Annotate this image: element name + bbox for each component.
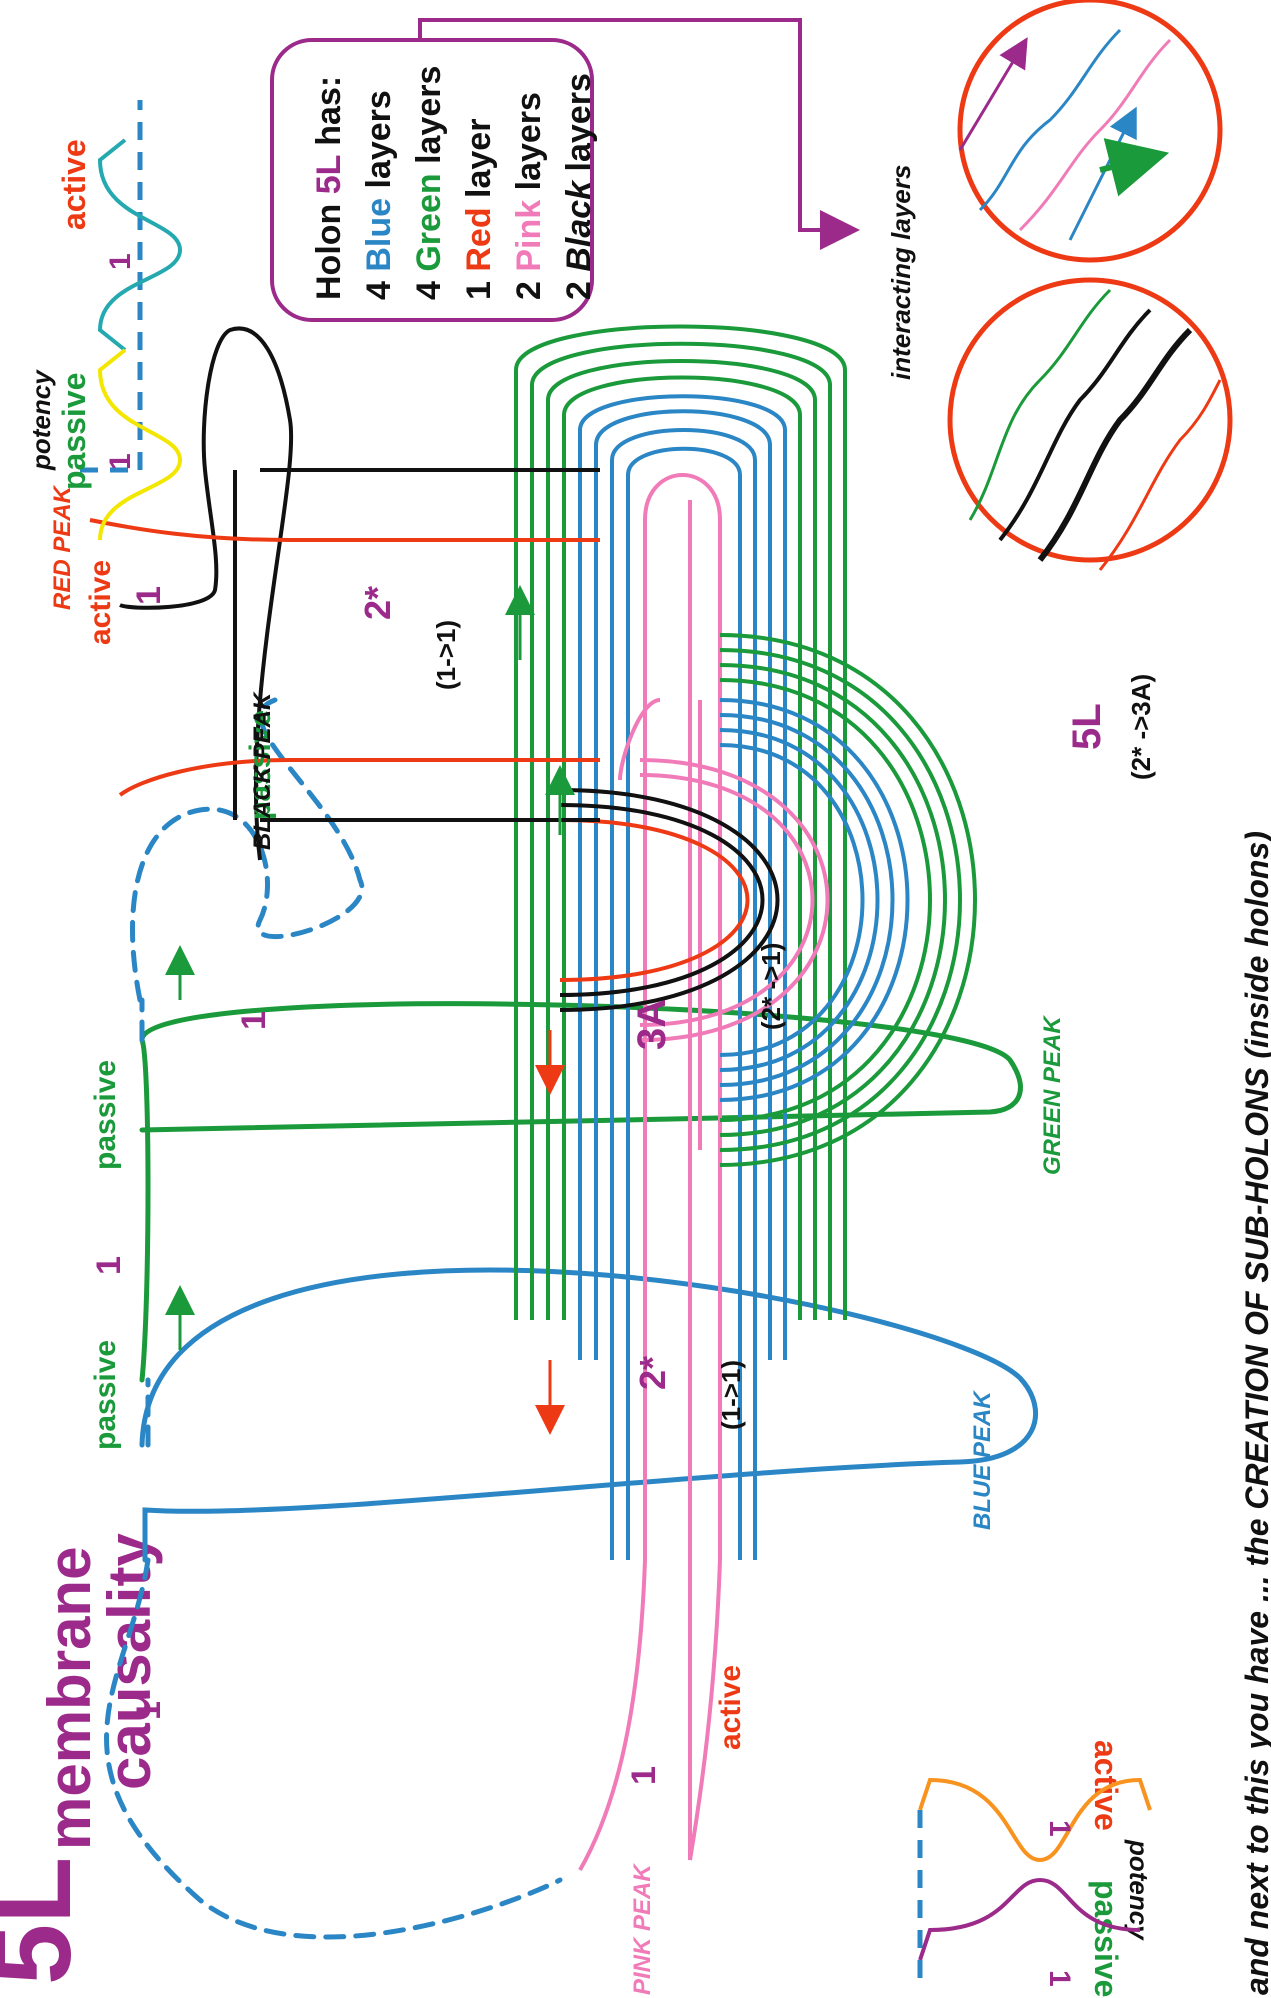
potency-bottom: potency passive active 1 1	[917, 1740, 1154, 1997]
svg-text:2*: 2*	[632, 1356, 673, 1390]
svg-text:1: 1	[625, 1766, 663, 1785]
green-peak-label: GREEN PEAK	[1039, 1015, 1066, 1175]
svg-text:2*: 2*	[357, 586, 398, 620]
svg-text:passive: passive	[89, 1060, 122, 1170]
circle-interacting-top	[957, 0, 1223, 263]
svg-text:active: active	[84, 560, 117, 645]
peak-labels: RED PEAK BLACK PEAK GREEN PEAK BLUE PEAK…	[49, 484, 1066, 1995]
black-red-structure	[80, 100, 600, 861]
potency-top: potency passive active 1 1	[26, 138, 183, 541]
legend-row-black: 2 Black layers	[560, 73, 598, 300]
svg-text:interacting layers: interacting layers	[886, 165, 916, 380]
svg-text:active: active	[1088, 1740, 1124, 1831]
svg-text:1: 1	[130, 586, 168, 605]
interacting-layers: interacting layers	[886, 0, 1233, 571]
pink-peak-label: PINK PEAK	[629, 1863, 656, 1995]
svg-text:1: 1	[104, 453, 137, 470]
svg-text:passive: passive	[1088, 1880, 1124, 1997]
pink-tube	[514, 324, 847, 1871]
svg-text:potency: potency	[26, 369, 56, 471]
svg-text:1: 1	[90, 1256, 128, 1275]
svg-text:(1->1): (1->1)	[431, 620, 461, 690]
svg-text:(2* ->3A): (2* ->3A)	[1126, 674, 1156, 780]
svg-text:active: active	[714, 1665, 747, 1750]
five-l-loop	[559, 633, 977, 1167]
legend-box: Holon 5L has: 4 Blue layers 4 Green laye…	[270, 18, 860, 322]
svg-text:1: 1	[1043, 1820, 1076, 1837]
red-peak-label: RED PEAK	[49, 484, 76, 610]
black-peak-label: BLACK PEAK	[249, 691, 276, 850]
svg-text:3A: 3A	[630, 999, 674, 1050]
title-main: 5L	[0, 1857, 94, 1985]
title-line1: membrane	[36, 1547, 103, 1850]
svg-text:passive: passive	[89, 1340, 122, 1450]
footer-text: and next to this you have ... the CREATI…	[1239, 831, 1271, 1995]
svg-text:1: 1	[130, 1701, 168, 1720]
svg-text:Holon 5L has:: Holon 5L has:	[310, 76, 348, 300]
legend-row-red: 1 Red layer	[460, 119, 498, 300]
svg-text:(1->1): (1->1)	[716, 1360, 746, 1430]
svg-text:passive: passive	[244, 710, 277, 820]
legend-row-pink: 2 Pink layers	[510, 92, 548, 300]
legend-row-blue: 4 Blue layers	[360, 90, 398, 300]
svg-text:(2* ->1): (2* ->1)	[756, 943, 786, 1030]
diagram-labels: 2* 2* 3A 5L (1->1) (1->1) (2* ->1) (2* -…	[84, 560, 1156, 1785]
flow-arrows	[165, 585, 575, 1435]
circle-interacting-bottom	[947, 277, 1233, 563]
svg-text:active: active	[56, 139, 92, 230]
legend-row-green: 4 Green layers	[410, 66, 448, 300]
svg-text:passive: passive	[56, 373, 92, 490]
title-block: 5L membrane causality	[0, 1533, 163, 1985]
svg-text:potency: potency	[1124, 1839, 1154, 1941]
svg-text:1: 1	[235, 1011, 273, 1030]
svg-text:1: 1	[1043, 1970, 1076, 1987]
blue-peak-structure	[104, 697, 1038, 1940]
svg-text:5L: 5L	[1065, 703, 1109, 750]
blue-peak-label: BLUE PEAK	[969, 1390, 996, 1530]
svg-text:1: 1	[104, 253, 137, 270]
